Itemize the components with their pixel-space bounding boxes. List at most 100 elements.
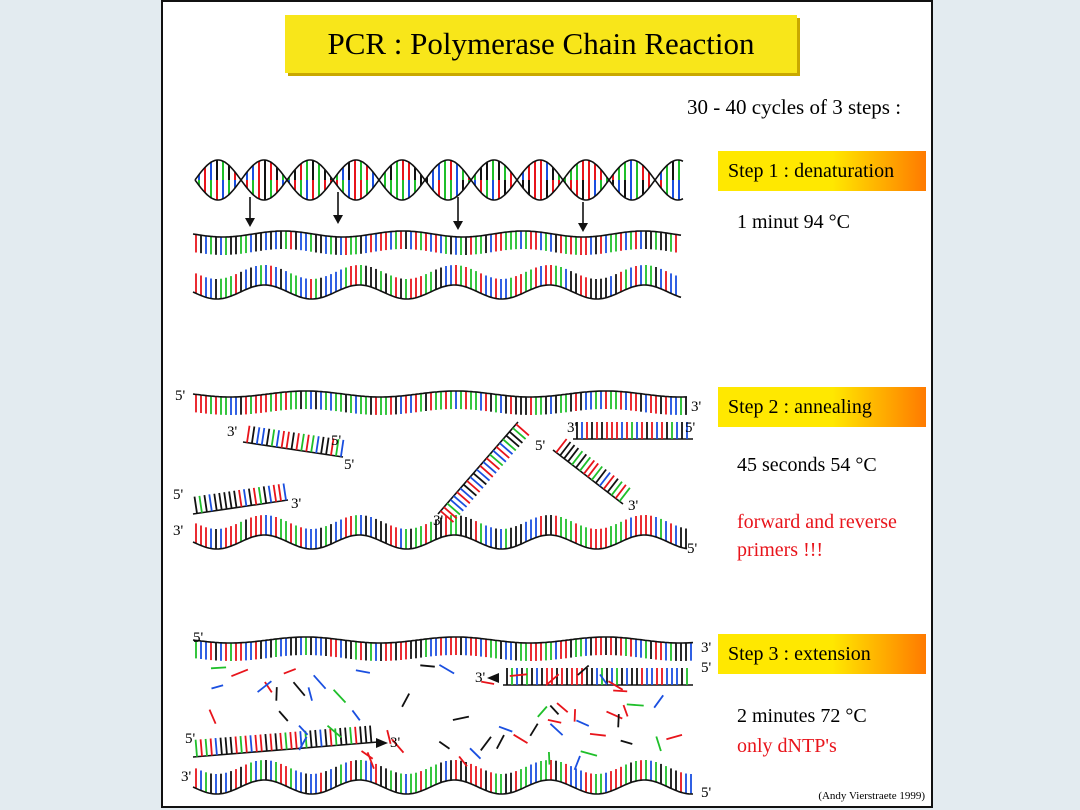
- base: [598, 472, 611, 487]
- base: [290, 432, 295, 450]
- five-prime-label: 5': [701, 785, 712, 801]
- dntp: [576, 719, 590, 727]
- base: [443, 506, 458, 520]
- base: [440, 510, 455, 523]
- dntp: [211, 684, 224, 690]
- base: [269, 733, 273, 751]
- dntp: [386, 729, 392, 745]
- five-prime-label: 5': [535, 438, 546, 454]
- base: [505, 434, 520, 448]
- base: [319, 729, 323, 747]
- dntp: [545, 673, 560, 686]
- dntp: [355, 669, 371, 674]
- base: [575, 453, 588, 469]
- base: [495, 446, 510, 459]
- arrow-head: [487, 673, 499, 683]
- dntp: [480, 736, 492, 751]
- arrows: [245, 192, 588, 748]
- base: [330, 438, 335, 456]
- base: [274, 733, 278, 751]
- three-prime-label: 3': [475, 670, 486, 686]
- bottom-strand: [192, 284, 682, 300]
- five-prime-label: 5': [185, 731, 196, 747]
- dntp: [351, 709, 361, 721]
- bottom-strand: [192, 534, 688, 550]
- dntp: [655, 736, 662, 752]
- three-prime-label: 3': [701, 640, 712, 656]
- primer-strand: [192, 499, 289, 515]
- five-prime-label: 5': [701, 660, 712, 676]
- dntp: [580, 750, 598, 757]
- dntp: [210, 666, 227, 670]
- cycles-subtitle: 30 - 40 cycles of 3 steps :: [687, 95, 902, 119]
- arrow-head: [333, 215, 343, 224]
- base: [305, 434, 310, 452]
- base: [270, 429, 276, 447]
- base: [508, 431, 523, 444]
- base: [515, 423, 530, 437]
- five-prime-label: 5': [331, 433, 342, 449]
- dntp: [298, 736, 308, 751]
- base: [359, 726, 363, 744]
- base: [234, 736, 238, 754]
- dntp: [529, 723, 539, 737]
- dntp: [469, 747, 482, 760]
- base: [499, 442, 514, 455]
- dntp: [496, 734, 505, 750]
- base: [335, 438, 340, 457]
- base: [587, 462, 599, 478]
- dntp: [548, 751, 551, 765]
- base: [563, 444, 576, 460]
- base: [260, 427, 266, 445]
- base: [209, 738, 213, 756]
- base: [239, 736, 243, 754]
- base: [243, 489, 248, 507]
- helix-backbone: [194, 159, 684, 201]
- dntp: [283, 668, 297, 675]
- step3-condition: 2 minutes 72 °C: [737, 705, 867, 727]
- dntp: [626, 703, 644, 707]
- dntp: [607, 680, 624, 691]
- dntp: [620, 739, 633, 745]
- base: [354, 726, 358, 744]
- five-prime-label: 5': [193, 630, 204, 646]
- dntp: [298, 724, 309, 736]
- base: [259, 734, 263, 752]
- base: [325, 437, 330, 455]
- base: [602, 475, 615, 490]
- base: [265, 428, 271, 446]
- dntp: [613, 689, 628, 693]
- base: [559, 441, 572, 457]
- base: [344, 727, 348, 745]
- step3-badge: Step 3 : extension: [718, 634, 926, 674]
- three-prime-label: 3': [173, 523, 184, 539]
- dntp: [589, 733, 606, 737]
- base: [502, 438, 517, 452]
- pcr-diagram: 5'3'3'5'3'5'5'5'3'5'3'3'5'3'5'3'5'3'5'3'…: [173, 159, 712, 801]
- three-prime-label: 3': [390, 735, 401, 751]
- helix-backbone: [194, 159, 684, 201]
- step3-note: only dNTP's: [737, 735, 837, 757]
- base: [486, 457, 500, 470]
- dntp: [231, 668, 249, 678]
- step2-badge: Step 2 : annealing: [718, 387, 926, 427]
- base: [193, 496, 198, 514]
- base: [194, 739, 198, 757]
- dntp: [573, 709, 576, 722]
- base: [349, 727, 353, 745]
- primer-strand: [437, 421, 519, 515]
- dntp: [438, 740, 451, 750]
- base: [223, 492, 228, 510]
- base: [294, 731, 298, 749]
- dntp: [401, 693, 410, 708]
- base: [324, 729, 328, 747]
- dntp: [391, 738, 405, 754]
- double-helix: [194, 159, 684, 201]
- dntp: [332, 689, 347, 704]
- base: [254, 734, 258, 752]
- three-prime-label: 3': [181, 769, 192, 785]
- page-title: PCR : Polymerase Chain Reaction: [285, 15, 797, 73]
- base: [272, 484, 277, 502]
- dntp: [366, 751, 375, 770]
- base: [228, 491, 233, 509]
